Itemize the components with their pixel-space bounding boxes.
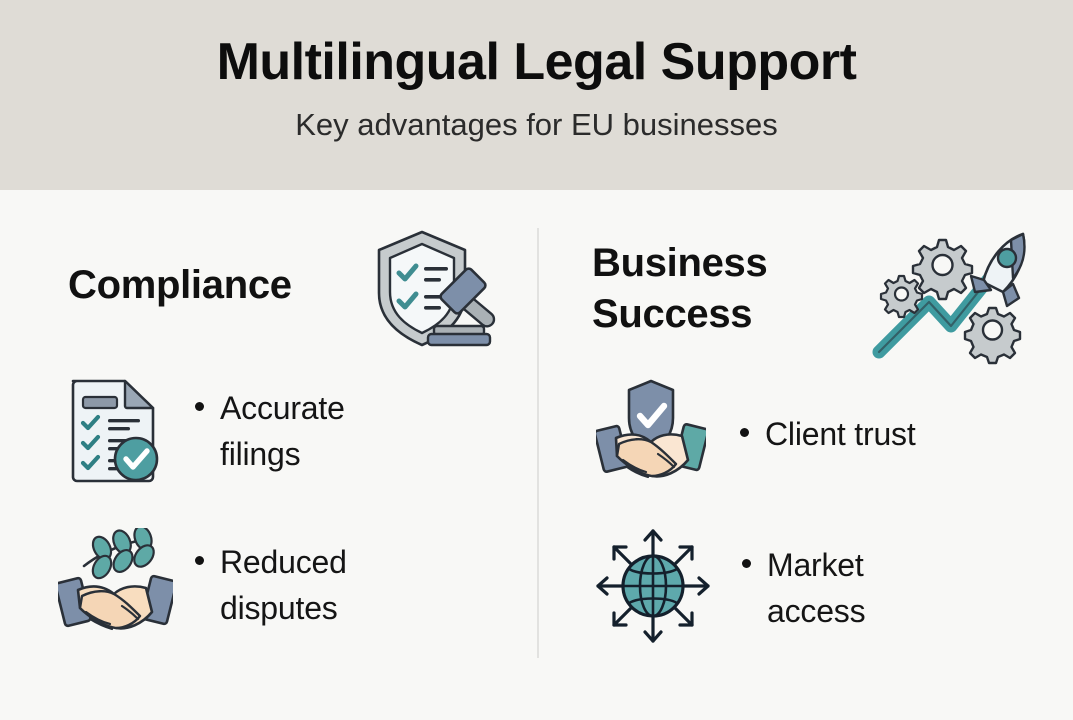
page-subtitle: Key advantages for EU businesses [295,107,778,143]
list-item-label: Accurate filings [220,390,345,472]
handshake-olive-branch-icon [54,525,178,643]
checklist-document-icon [66,375,161,488]
bullet-dot-icon [195,402,204,412]
list-item: Reduced disputes [54,525,395,643]
list-item: Accurate filings [66,375,395,488]
bullet-dot-icon [742,559,751,569]
page-title: Multilingual Legal Support [216,33,857,91]
list-item-label: Reduced disputes [220,544,347,626]
rocket-growth-chart-icon [871,230,1036,370]
bullet-reduced-disputes: Reduced disputes [195,540,395,631]
bullet-market-access: Market access [742,543,922,634]
list-item-label: Market access [767,547,866,629]
column-divider [537,228,539,658]
list-item: Client trust [593,378,955,491]
bullet-dot-icon [740,427,749,437]
bullet-dot-icon [195,556,204,566]
shield-gavel-icon [365,223,515,363]
list-item-label: Client trust [765,415,916,452]
list-item: Market access [592,525,922,652]
compliance-title: Compliance [68,263,292,307]
business-success-heading-row: Business Success [536,220,1073,365]
globe-arrows-icon [592,525,714,652]
compliance-heading-row: Compliance [0,220,537,355]
column-compliance: Compliance [0,190,537,720]
shield-handshake-icon [593,378,710,491]
bullet-accurate-filings: Accurate filings [195,386,395,477]
header-banner: Multilingual Legal Support Key advantage… [0,0,1073,190]
content-area: Compliance [0,190,1073,720]
bullet-client-trust: Client trust [740,412,955,457]
column-business-success: Business Success [536,190,1073,720]
business-success-title: Business Success [592,241,768,337]
